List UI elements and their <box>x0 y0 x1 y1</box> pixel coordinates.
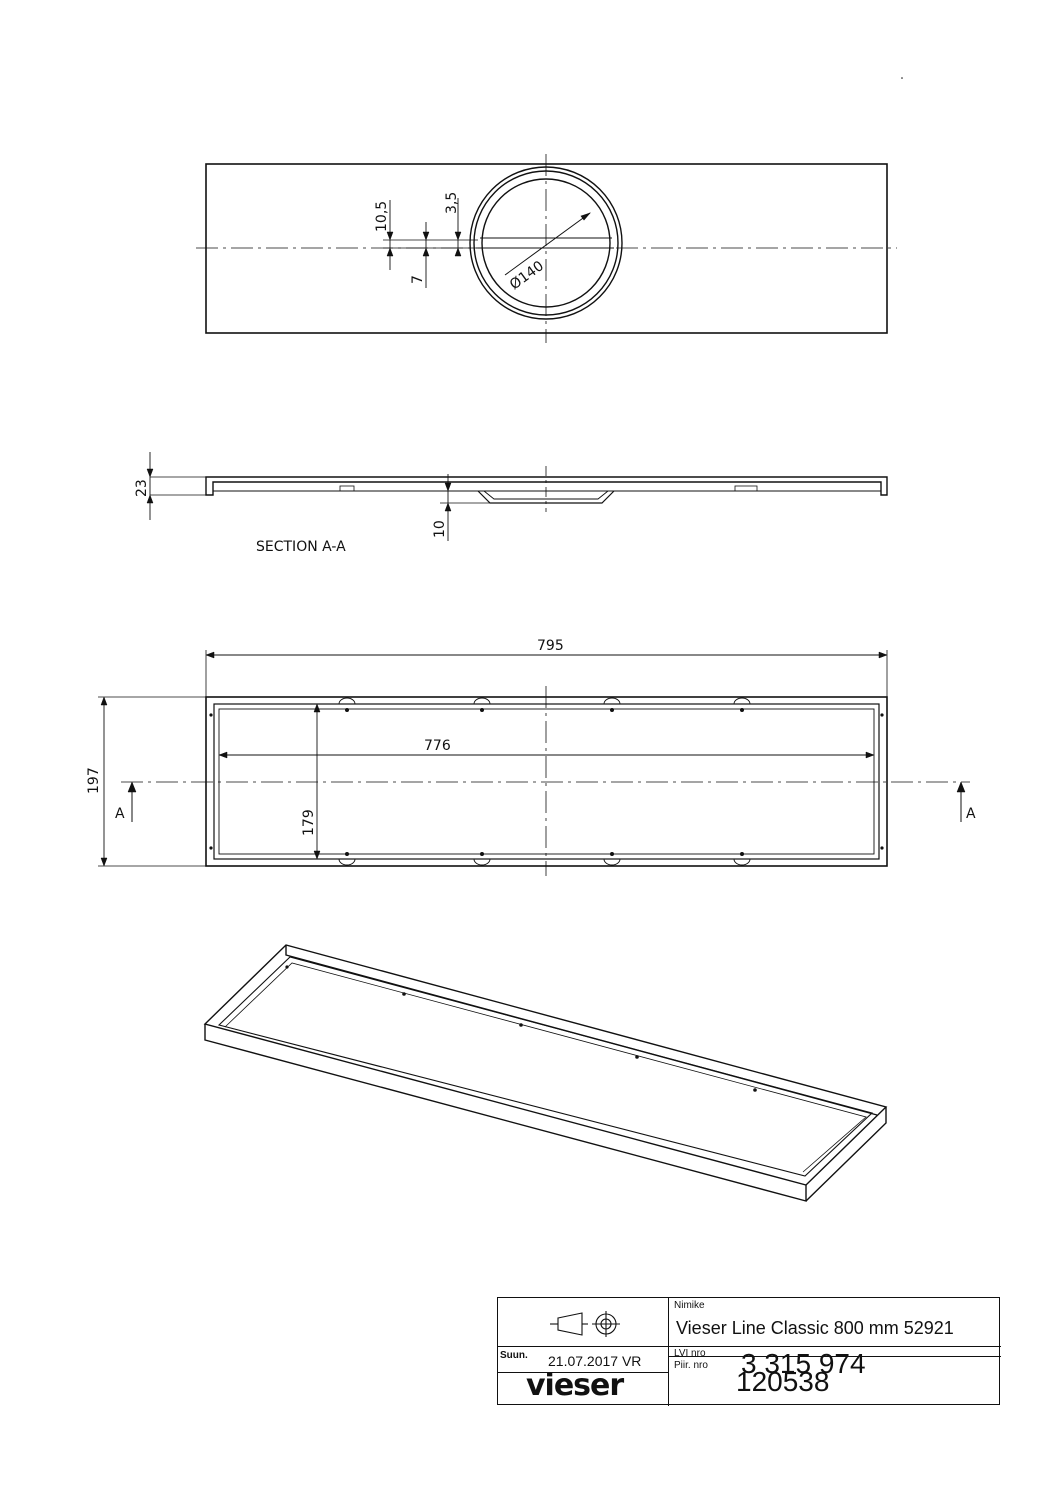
dim-offset-b: 3,5 <box>444 192 460 214</box>
vieser-logo: vieser <box>526 1368 624 1403</box>
dim-offset-a: 10,5 <box>374 201 390 232</box>
section-label: SECTION A-A <box>256 539 346 555</box>
projection-symbol-icon <box>548 1308 628 1338</box>
drawing-value: 120538 <box>736 1366 830 1397</box>
dim-outer-width: 197 <box>86 767 102 794</box>
dim-offset-c: 7 <box>410 275 426 284</box>
name-value: Vieser Line Classic 800 mm 52921 <box>676 1318 954 1338</box>
top-view <box>196 154 897 343</box>
dim-diameter: Ø140 <box>507 258 547 293</box>
plan-view <box>98 650 970 876</box>
drawing-label: Piir. nro <box>674 1360 708 1371</box>
dim-section-drop: 10 <box>432 520 448 538</box>
title-block: Nimike Vieser Line Classic 800 mm 52921 … <box>497 1297 1001 1406</box>
technical-drawing: 10,5 3,5 7 Ø140 23 10 SECTION A-A 795 77… <box>86 77 976 1202</box>
designer-value: 21.07.2017 VR <box>548 1353 642 1369</box>
lvi-value: 3 315 974 <box>741 1348 866 1379</box>
dim-inner-length: 776 <box>424 738 451 754</box>
dim-section-height: 23 <box>134 479 150 497</box>
dim-inner-width: 179 <box>301 809 317 836</box>
lvi-label: LVI nro <box>674 1348 706 1359</box>
name-label: Nimike <box>674 1300 705 1311</box>
section-marker-left: A <box>115 806 125 822</box>
designer-label: Suun. <box>500 1350 528 1361</box>
isometric-view <box>203 944 888 1202</box>
section-marker-right: A <box>966 806 976 822</box>
section-view <box>146 452 888 541</box>
dim-outer-length: 795 <box>537 638 564 654</box>
